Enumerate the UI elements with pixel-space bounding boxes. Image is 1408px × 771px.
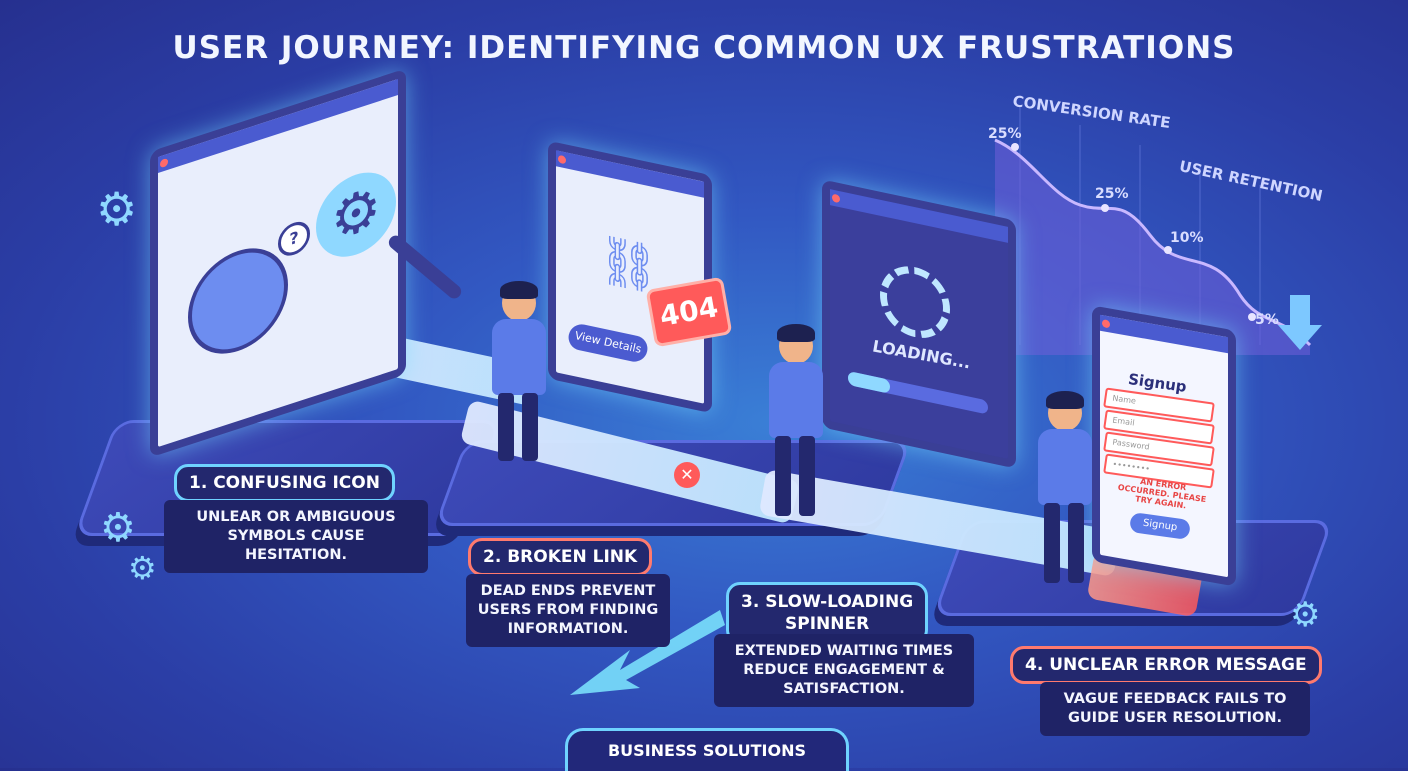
chart-point bbox=[1164, 246, 1172, 254]
avatar bbox=[188, 234, 288, 368]
stat-value: 25% bbox=[1095, 186, 1129, 202]
monitor-stage-1: ? ⚙ bbox=[150, 68, 406, 458]
close-icon: ✕ bbox=[674, 462, 700, 488]
step-3-description-line: EXTENDED WAITING TIMES bbox=[734, 643, 954, 659]
step-3-title-line: SPINNER bbox=[784, 614, 870, 634]
step-1-description-line: UNLEAR OR AMBIGUOUS bbox=[196, 509, 396, 525]
step-3-title-line: 3. SLOW-LOADING bbox=[741, 592, 914, 612]
stat-value: 10% bbox=[1170, 230, 1204, 246]
footer-label: BUSINESS SOLUTIONS bbox=[565, 728, 849, 771]
step-4-description: VAGUE FEEDBACK FAILS TO GUIDE USER RESOL… bbox=[1040, 682, 1310, 736]
step-4-title: 4. UNCLEAR ERROR MESSAGE bbox=[1010, 646, 1322, 684]
arrow-icon bbox=[570, 610, 725, 695]
step-3-description-line: SATISFACTION. bbox=[783, 681, 905, 697]
step-2-title: 2. BROKEN LINK bbox=[468, 538, 653, 576]
gear-icon: ⚙ bbox=[96, 182, 138, 236]
step-1-title: 1. CONFUSING ICON bbox=[174, 464, 395, 502]
down-arrow-icon bbox=[1278, 295, 1322, 350]
error-404-badge: 404 bbox=[645, 276, 733, 348]
trend-chart bbox=[994, 105, 1322, 355]
chart-point bbox=[1011, 143, 1019, 151]
step-3-description-line: REDUCE ENGAGEMENT & bbox=[743, 662, 945, 678]
gear-icon: ⚙ bbox=[100, 505, 136, 551]
gear-icon: ⚙ bbox=[316, 161, 396, 268]
gear-icon: ⚙ bbox=[128, 549, 157, 587]
step-4-description-line: GUIDE USER RESOLUTION. bbox=[1068, 710, 1282, 726]
page-title: USER JOURNEY: IDENTIFYING COMMON UX FRUS… bbox=[172, 30, 1236, 66]
loading-spinner bbox=[880, 259, 950, 345]
progress-bar bbox=[848, 370, 988, 415]
step-3-title: 3. SLOW-LOADING SPINNER bbox=[726, 582, 929, 644]
question-icon: ? bbox=[278, 217, 310, 260]
step-2-description-line: DEAD ENDS PREVENT bbox=[480, 583, 656, 599]
step-4-description-line: VAGUE FEEDBACK FAILS TO bbox=[1063, 691, 1287, 707]
chart-point bbox=[1248, 313, 1256, 321]
broken-link-icon: ⛓ bbox=[598, 230, 659, 300]
step-2-description: DEAD ENDS PREVENT USERS FROM FINDING INF… bbox=[466, 574, 670, 647]
step-3-description: EXTENDED WAITING TIMES REDUCE ENGAGEMENT… bbox=[714, 634, 974, 707]
step-2-description-line: USERS FROM FINDING bbox=[477, 602, 659, 618]
screen-broken-link: ⛓ bbox=[548, 140, 712, 414]
chart-point bbox=[1101, 204, 1109, 212]
screen-loading bbox=[822, 179, 1016, 469]
gear-icon: ⚙ bbox=[1290, 595, 1321, 635]
stat-value: 25% bbox=[988, 126, 1022, 142]
step-1-description: UNLEAR OR AMBIGUOUS SYMBOLS CAUSE HESITA… bbox=[164, 500, 428, 573]
step-1-description-line: SYMBOLS CAUSE HESITATION. bbox=[227, 528, 365, 563]
stat-value: 5% bbox=[1255, 312, 1279, 328]
step-2-description-line: INFORMATION. bbox=[507, 621, 629, 637]
